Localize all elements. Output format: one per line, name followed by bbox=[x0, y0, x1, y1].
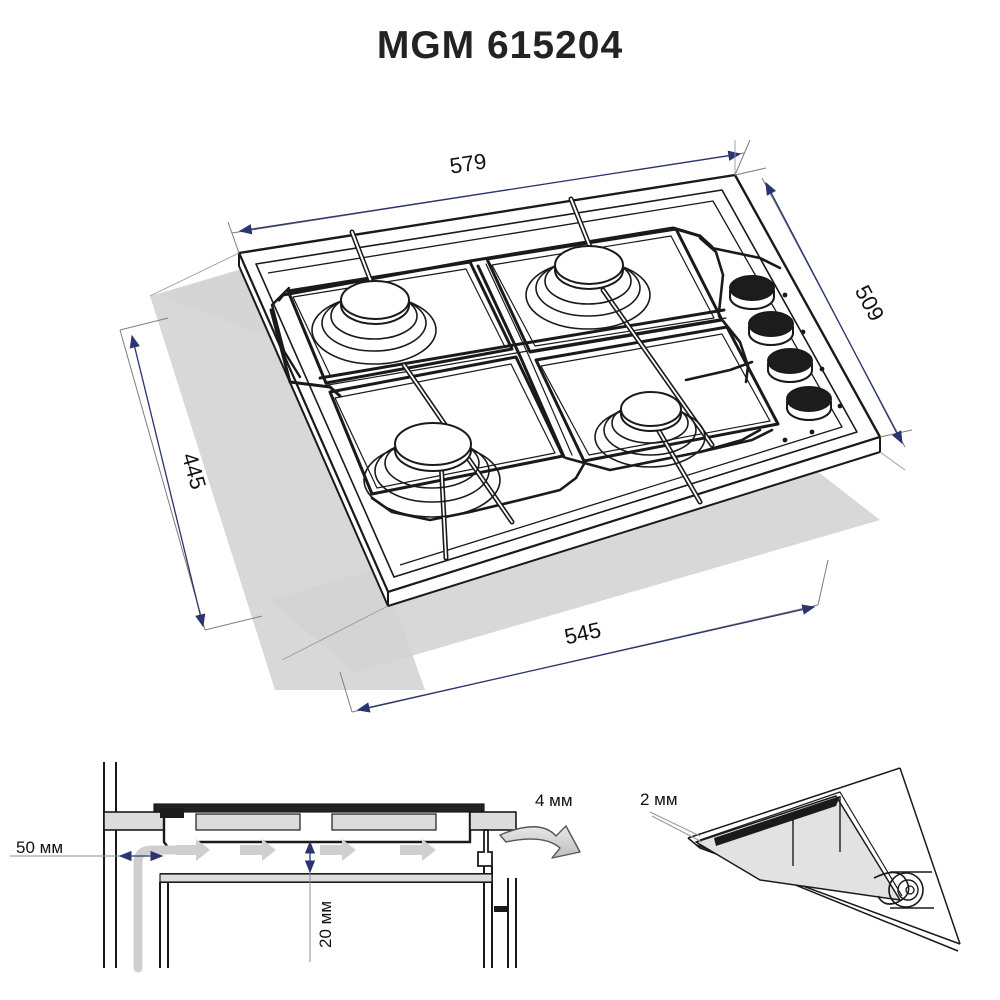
control-knob-4[interactable] bbox=[786, 386, 832, 421]
dimension-label-4mm: 4 мм bbox=[535, 791, 573, 810]
burner-rear-left bbox=[311, 280, 437, 365]
burner-rear-right bbox=[525, 245, 651, 330]
worktop-thickness-arrow bbox=[499, 825, 581, 859]
dimension-label-579: 579 bbox=[448, 148, 489, 179]
projection-lines bbox=[149, 140, 906, 661]
dimension-label-2mm: 2 мм bbox=[640, 790, 678, 809]
burner-front-right bbox=[594, 391, 706, 468]
dimension-545 bbox=[339, 559, 829, 713]
airflow-arrows bbox=[176, 839, 436, 861]
control-knob-2[interactable] bbox=[748, 311, 794, 346]
control-knob-3[interactable] bbox=[767, 348, 813, 383]
page-title: MGM 615204 bbox=[376, 24, 624, 67]
dimension-509 bbox=[734, 167, 913, 448]
dimension-579 bbox=[227, 139, 751, 254]
burner-front-left bbox=[363, 422, 501, 518]
gasket-seal-detail bbox=[649, 767, 961, 952]
dimension-445 bbox=[119, 317, 263, 631]
dimension-label-50mm: 50 мм bbox=[16, 838, 64, 857]
installation-cross-section bbox=[10, 762, 581, 973]
control-knob-1[interactable] bbox=[729, 275, 775, 310]
dimension-label-20mm: 20 мм bbox=[316, 900, 335, 948]
